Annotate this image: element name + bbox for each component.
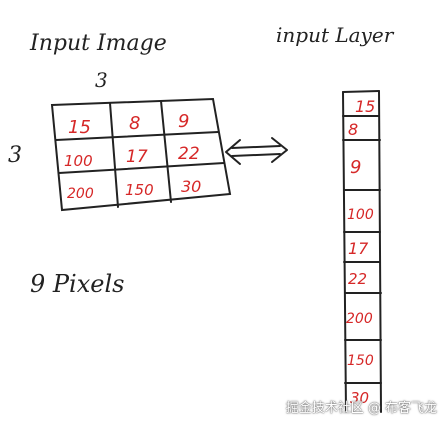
grid-width-label: 3 — [95, 68, 108, 92]
grid-values: 15 8 9 100 17 22 200 150 30 — [64, 111, 201, 202]
double-arrow-icon — [225, 137, 288, 165]
grid-height-label: 3 — [8, 143, 22, 168]
input-layer-title: input Layer — [276, 23, 395, 47]
grid-cell: 17 — [126, 147, 148, 167]
watermark: 掘金技术社区 @ 布客飞龙 — [285, 401, 437, 416]
column-cell: 9 — [350, 157, 361, 178]
column-cell: 100 — [347, 207, 374, 223]
pixel-count-caption: 9 Pixels — [30, 270, 124, 298]
input-image-grid — [50, 97, 232, 212]
grid-cell: 22 — [178, 144, 200, 164]
column-cell: 8 — [348, 120, 358, 139]
column-cell: 15 — [355, 97, 375, 116]
input-layer-column — [342, 90, 382, 413]
grid-row-line — [58, 162, 225, 174]
column-cell: 22 — [348, 270, 367, 288]
column-divider — [342, 90, 380, 93]
grid-cell: 9 — [178, 111, 189, 132]
column-left-edge — [342, 91, 347, 413]
grid-row-line — [55, 131, 219, 141]
input-image-title: Input Image — [29, 31, 167, 56]
grid-cell: 150 — [125, 181, 154, 199]
column-right-edge — [378, 90, 382, 413]
grid-col-line — [160, 100, 172, 203]
grid-cell: 100 — [64, 152, 93, 170]
column-cell: 30 — [350, 389, 369, 407]
grid-outline — [50, 97, 232, 212]
grid-cell: 15 — [68, 117, 91, 138]
grid-cell: 30 — [181, 177, 201, 196]
grid-cell: 200 — [67, 186, 94, 202]
input-layer-values: 15 8 9 100 17 22 200 150 30 — [346, 97, 375, 407]
grid-col-line — [109, 102, 119, 208]
column-cell: 150 — [347, 353, 374, 369]
grid-cell: 8 — [129, 113, 140, 134]
column-cell: 200 — [346, 311, 373, 327]
column-cell: 17 — [348, 239, 369, 258]
